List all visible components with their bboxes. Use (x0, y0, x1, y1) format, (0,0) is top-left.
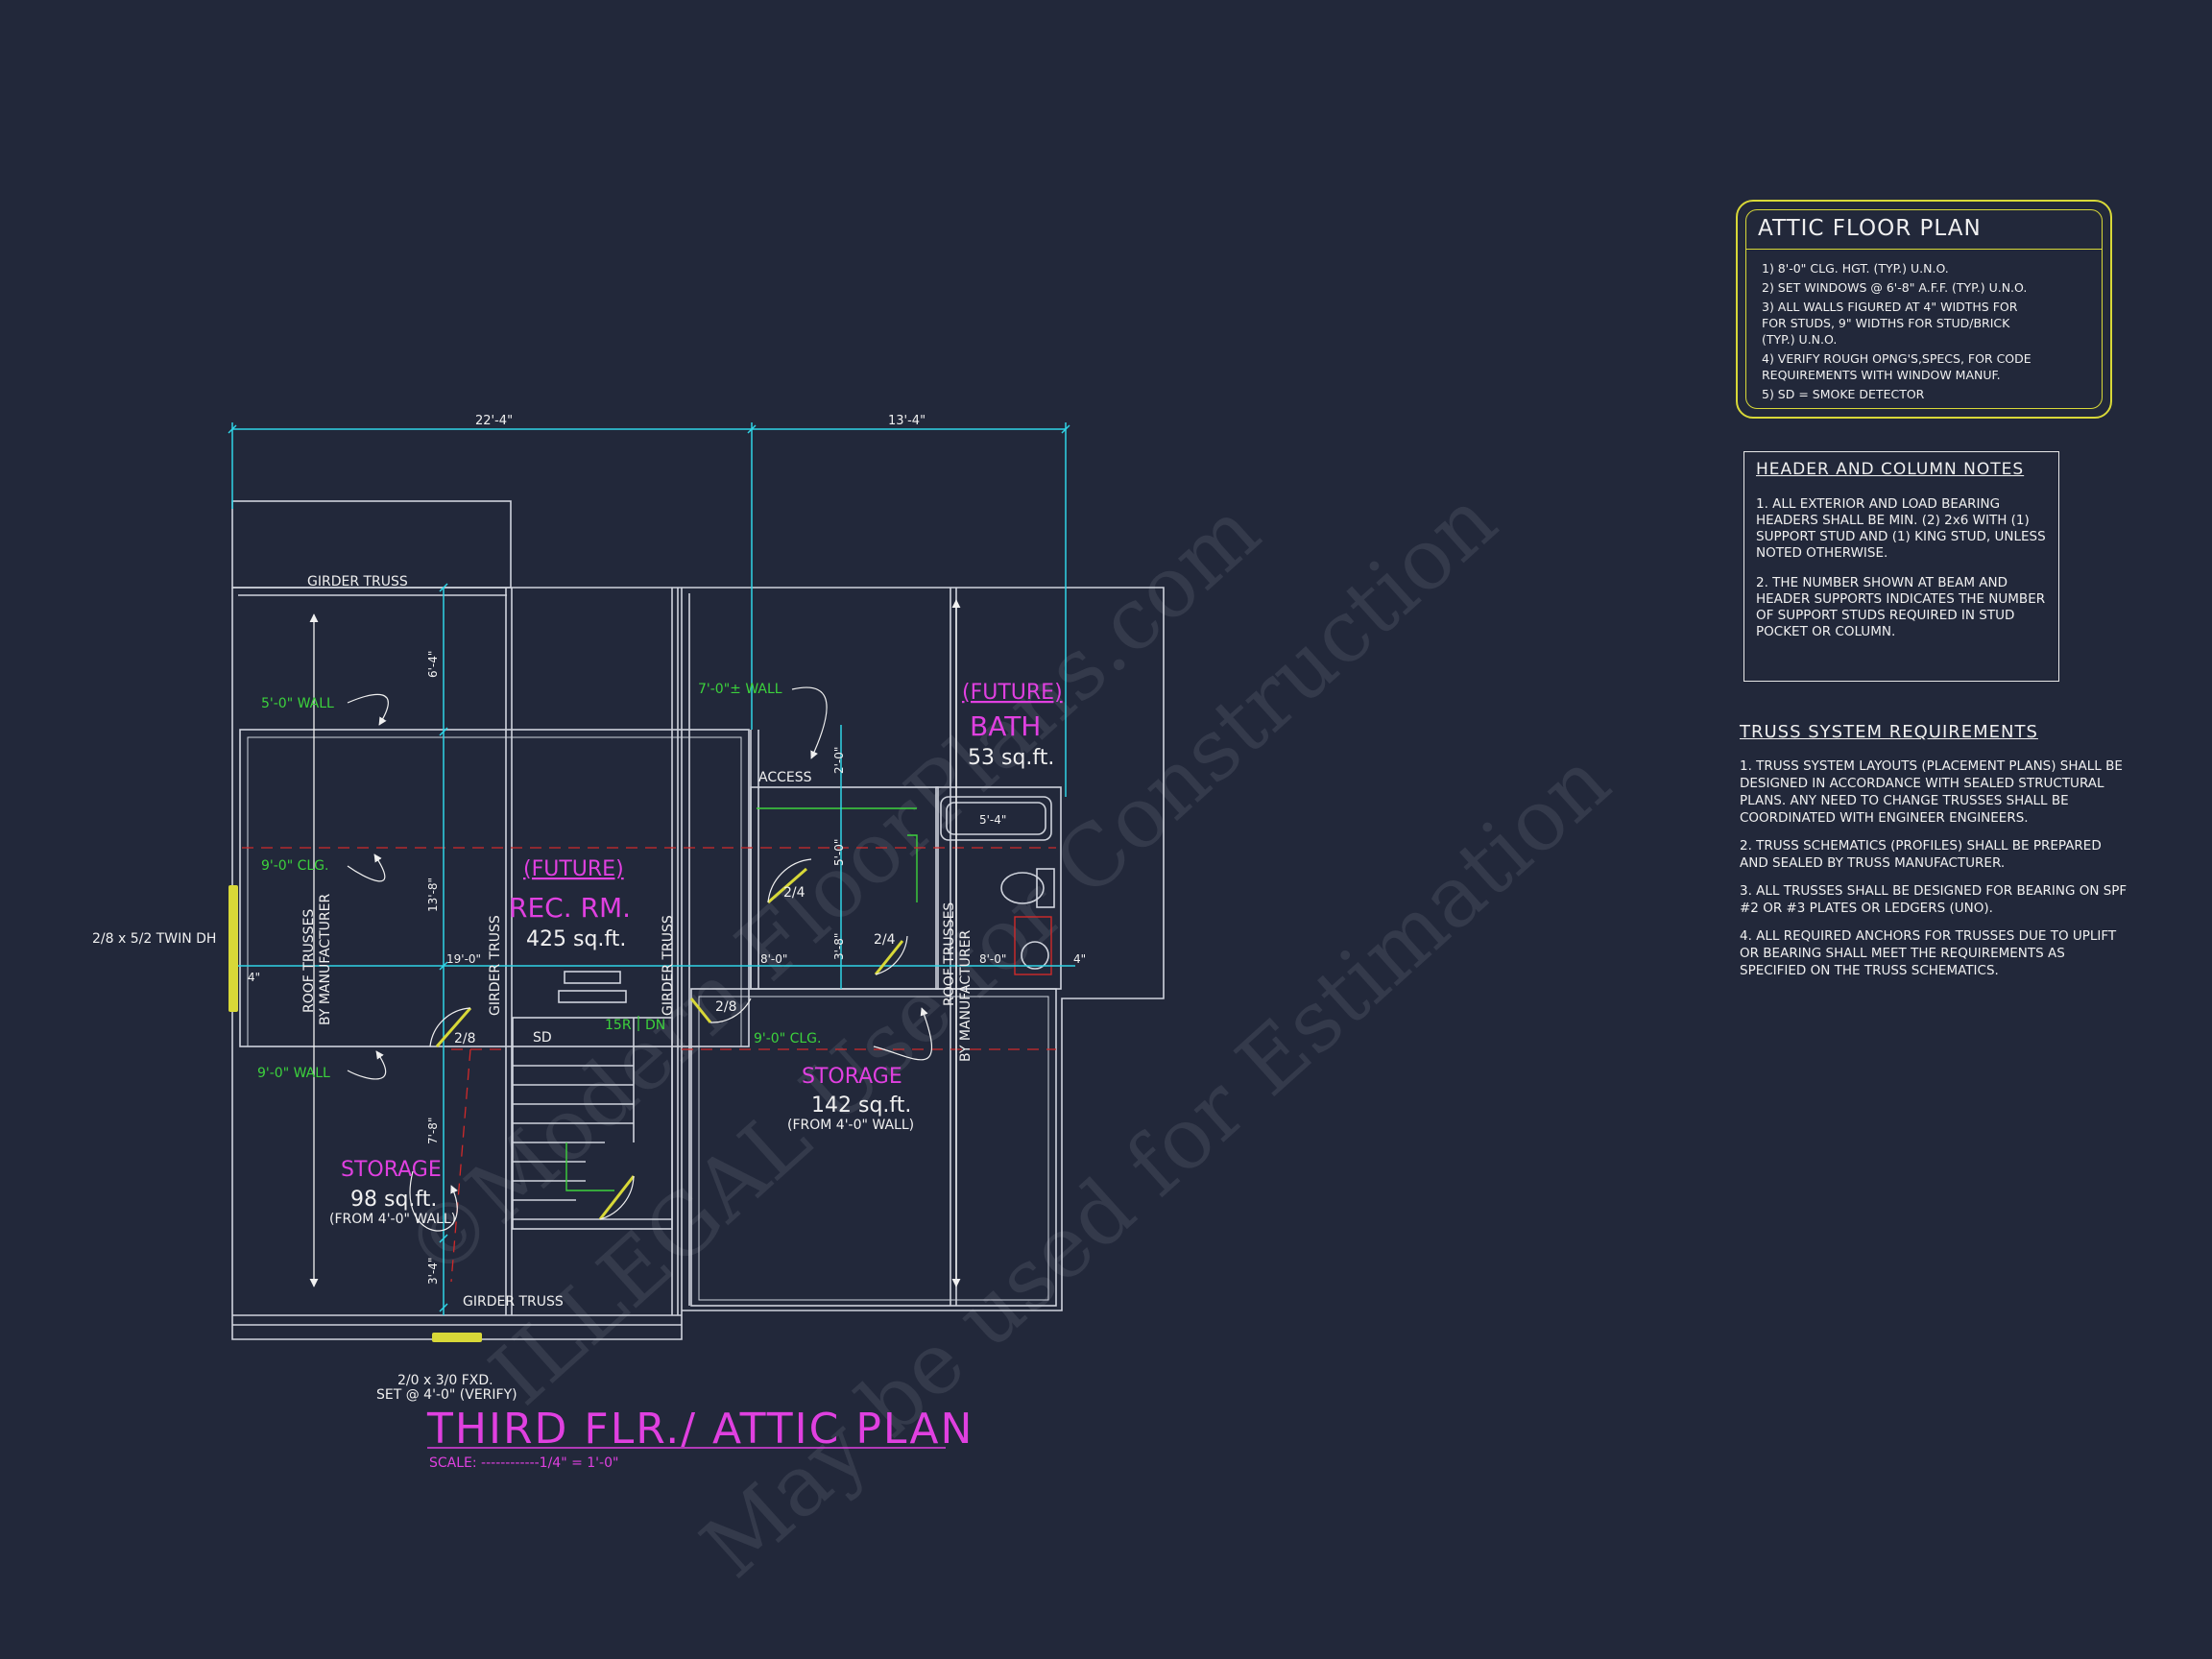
storage-left-area: 98 sq.ft. (350, 1188, 437, 1212)
attic-floor-plan-notes: ATTIC FLOOR PLAN 1) 8'-0" CLG. HGT. (TYP… (1736, 200, 2112, 419)
header-column-notes: HEADER AND COLUMN NOTES 1. ALL EXTERIOR … (1743, 451, 2059, 682)
stair-dn-label: DN (645, 1018, 665, 1033)
bath-area: 53 sq.ft. (968, 746, 1054, 770)
truss-notes-body: 1. TRUSS SYSTEM LAYOUTS (PLACEMENT PLANS… (1740, 757, 2133, 979)
dim-7-8: 7'-8" (426, 1118, 440, 1144)
stair-15r-label: 15R (605, 1018, 632, 1033)
attic-note-2: 2) SET WINDOWS @ 6'-8" A.F.F. (TYP.) U.N… (1762, 280, 2028, 295)
storage-left-name: STORAGE (341, 1158, 442, 1182)
door-swings (429, 858, 908, 1220)
header-note-1: 1. ALL EXTERIOR AND LOAD BEARING HEADERS… (1756, 496, 2046, 561)
bath-name: BATH (970, 710, 1041, 742)
clg-9-0-label-a: 9'-0" CLG. (261, 858, 328, 874)
window-bottom-label-1: 2/0 x 3/0 FXD. (397, 1373, 493, 1388)
storage-right-area: 142 sq.ft. (811, 1094, 911, 1118)
door-2-4-a: 2/4 (783, 885, 805, 901)
dimension-lines (228, 422, 1075, 1315)
wall-7-0-label: 7'-0"± WALL (698, 682, 782, 697)
header-note-2: 2. THE NUMBER SHOWN AT BEAM AND HEADER S… (1756, 575, 2046, 639)
leader-arrows (347, 686, 932, 1232)
access-label: ACCESS (758, 770, 812, 785)
truss-note-3: 3. ALL TRUSSES SHALL BE DESIGNED FOR BEA… (1740, 883, 2128, 916)
storage-right-note: (FROM 4'-0" WALL) (787, 1118, 914, 1133)
dim-4-right: 4" (1073, 952, 1086, 966)
rec-room-future: (FUTURE) (523, 857, 624, 881)
girder-truss-bottom: GIRDER TRUSS (463, 1294, 564, 1310)
door-2-8-a: 2/8 (454, 1031, 476, 1046)
storage-right-name: STORAGE (802, 1065, 902, 1089)
girder-truss-1: GIRDER TRUSS (488, 915, 503, 1016)
truss-note-4: 4. ALL REQUIRED ANCHORS FOR TRUSSES DUE … (1740, 928, 2117, 978)
girder-truss-2: GIRDER TRUSS (661, 915, 676, 1016)
roof-dashed-lines (242, 847, 1056, 1283)
window-left-label: 2/8 x 5/2 TWIN DH (92, 931, 216, 947)
plan-labels-white: GIRDER TRUSS GIRDER TRUSS GIRDER TRUSS G… (92, 574, 974, 1403)
dim-3-4: 3'-4" (426, 1258, 440, 1285)
attic-notes-title: ATTIC FLOOR PLAN (1758, 216, 1982, 241)
dim-19-0: 19'-0" (446, 952, 481, 966)
room-labels: (FUTURE) REC. RM. 425 sq.ft. (FUTURE) BA… (329, 681, 1063, 1227)
header-notes-title: HEADER AND COLUMN NOTES (1756, 460, 2025, 479)
roof-trusses-2: ROOF TRUSSES (942, 902, 957, 1006)
drawing-scale: SCALE: ------------1/4" = 1'-0" (429, 1455, 618, 1471)
wall-9-0-label: 9'-0" WALL (257, 1066, 330, 1081)
windows (228, 885, 482, 1342)
attic-notes-inner-frame: ATTIC FLOOR PLAN 1) 8'-0" CLG. HGT. (TYP… (1745, 209, 2103, 409)
attic-note-1: 1) 8'-0" CLG. HGT. (TYP.) U.N.O. (1762, 261, 1949, 276)
header-notes-body: 1. ALL EXTERIOR AND LOAD BEARING HEADERS… (1756, 496, 2050, 654)
bath-future: (FUTURE) (962, 681, 1063, 705)
dim-2-0: 2'-0" (832, 747, 846, 774)
doors (435, 867, 904, 1220)
dimension-text-cyan: 6'-4" 13'-8" 7'-8" 3'-4" 2'-0" 5'-0" 3'-… (248, 651, 1086, 1285)
attic-note-3: 3) ALL WALLS FIGURED AT 4" WIDTHS FOR FO… (1762, 300, 2018, 347)
storage-left-note: (FROM 4'-0" WALL) (329, 1212, 456, 1227)
dim-8-0-b: 8'-0" (979, 952, 1006, 966)
drawing-title: THIRD FLR./ ATTIC PLAN (426, 1405, 974, 1454)
roof-trusses-1: ROOF TRUSSES (301, 909, 317, 1013)
dim-4-left: 4" (248, 971, 260, 984)
door-2-8-b: 2/8 (715, 999, 737, 1015)
rec-room-name: REC. RM. (509, 892, 631, 924)
dim-13-8: 13'-8" (426, 878, 440, 912)
dim-8-0-a: 8'-0" (760, 952, 787, 966)
clg-9-0-label-b: 9'-0" CLG. (754, 1031, 821, 1046)
truss-system-requirements: TRUSS SYSTEM REQUIREMENTS 1. TRUSS SYSTE… (1740, 722, 2133, 990)
truss-note-1: 1. TRUSS SYSTEM LAYOUTS (PLACEMENT PLANS… (1740, 758, 2123, 826)
dim-5-4: 5'-4" (979, 813, 1006, 827)
rec-room-area: 425 sq.ft. (526, 927, 626, 951)
attic-notes-divider (1746, 249, 2102, 250)
truss-arrows (309, 599, 961, 1287)
dim-6-4: 6'-4" (426, 651, 440, 678)
bath-accents (565, 807, 918, 1191)
roof-trusses-2b: BY MANUFACTURER (958, 930, 974, 1062)
truss-note-2: 2. TRUSS SCHEMATICS (PROFILES) SHALL BE … (1740, 838, 2102, 871)
plan-labels-green: 5'-0" WALL 7'-0"± WALL 9'-0" CLG. 9'-0" … (257, 682, 821, 1081)
wall-5-0-label: 5'-0" WALL (261, 696, 334, 711)
truss-notes-title: TRUSS SYSTEM REQUIREMENTS (1740, 722, 2038, 742)
door-2-4-b: 2/4 (874, 932, 896, 948)
dim-overall-left: 22'-4" (475, 414, 513, 428)
window-bottom-label-2: SET @ 4'-0" (VERIFY) (376, 1387, 517, 1403)
roof-trusses-1b: BY MANUFACTURER (318, 894, 333, 1025)
girder-truss-top: GIRDER TRUSS (307, 574, 408, 589)
smoke-detector-label: SD (533, 1030, 552, 1046)
dim-overall-right: 13'-4" (888, 414, 926, 428)
dim-5-0: 5'-0" (832, 839, 846, 866)
attic-note-5: 5) SD = SMOKE DETECTOR (1762, 387, 1925, 401)
attic-note-4: 4) VERIFY ROUGH OPNG'S,SPECS, FOR CODE R… (1762, 351, 2032, 382)
dimension-text: 22'-4" 13'-4" (475, 414, 926, 428)
attic-notes-list: 1) 8'-0" CLG. HGT. (TYP.) U.N.O. 2) SET … (1762, 260, 2032, 405)
dim-3-8: 3'-8" (832, 933, 846, 960)
